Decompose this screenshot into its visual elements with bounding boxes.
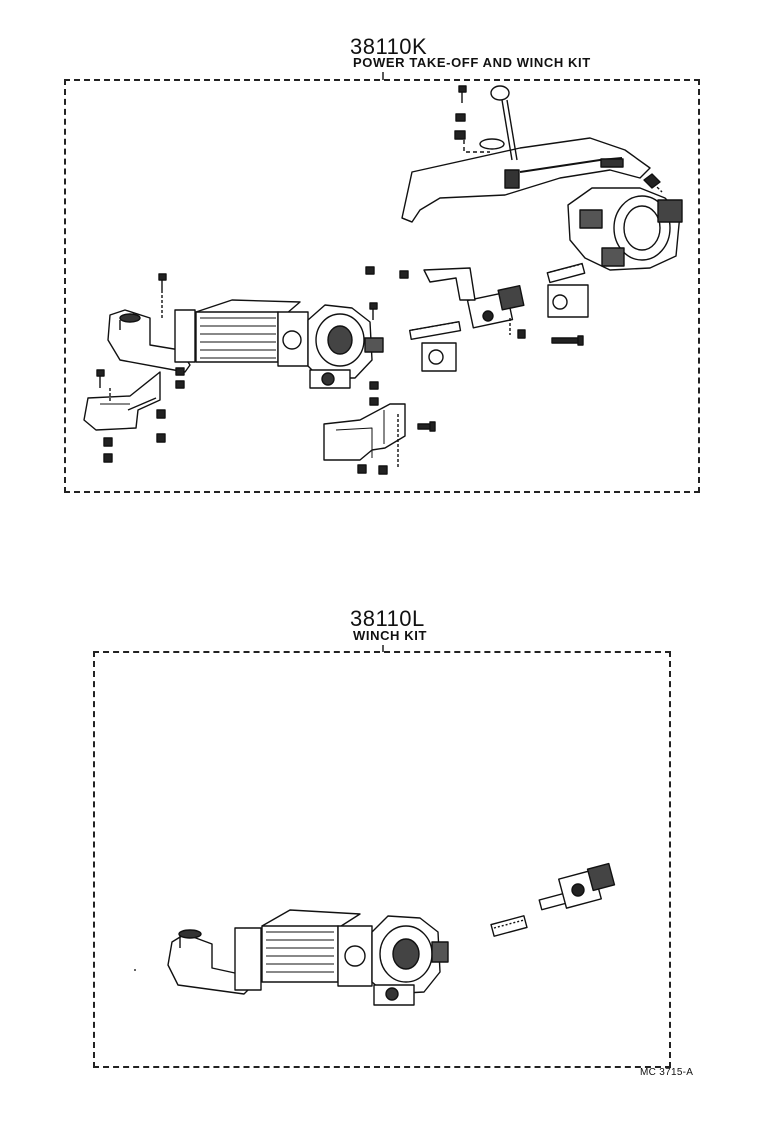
mounting-bracket-icon bbox=[83, 371, 161, 431]
nut-icon bbox=[369, 397, 379, 406]
nut-icon bbox=[175, 367, 185, 376]
nut-icon bbox=[103, 453, 113, 463]
bolt-icon bbox=[551, 335, 584, 346]
bolt-icon bbox=[458, 85, 467, 103]
bolt-icon bbox=[369, 302, 378, 320]
drive-shaft-icon bbox=[490, 915, 528, 937]
universal-joint-icon bbox=[538, 862, 616, 911]
winch-assembly-icon bbox=[107, 299, 384, 389]
kit-2-name: WINCH KIT bbox=[353, 628, 427, 643]
transmission-cover-icon bbox=[401, 137, 651, 223]
nut-icon bbox=[156, 433, 166, 443]
nut-icon bbox=[357, 464, 367, 474]
nut-icon bbox=[156, 409, 166, 419]
kit-2-frame bbox=[93, 651, 671, 1068]
nut-icon bbox=[517, 329, 526, 339]
kit-1-part-number: 38110K bbox=[350, 34, 428, 59]
winch-assembly-icon bbox=[167, 909, 449, 1006]
bracket-icon bbox=[423, 267, 476, 301]
nut-icon bbox=[378, 465, 388, 475]
shift-lever-icon bbox=[479, 85, 520, 189]
nut-icon bbox=[454, 130, 466, 140]
nut-icon bbox=[399, 270, 409, 279]
bearing-block-icon bbox=[421, 284, 589, 372]
bolt-icon bbox=[158, 273, 167, 293]
mounting-bracket-icon bbox=[323, 403, 406, 461]
nut-icon bbox=[103, 437, 113, 447]
kit-2-part-number: 38110L bbox=[350, 606, 425, 631]
bolt-icon bbox=[417, 421, 436, 432]
drive-shaft-icon bbox=[408, 262, 586, 340]
pto-gearbox-icon bbox=[567, 173, 683, 271]
nut-icon bbox=[369, 381, 379, 390]
nut-icon bbox=[455, 113, 466, 122]
kit-1-frame bbox=[64, 79, 700, 493]
nut-icon bbox=[365, 266, 375, 275]
kit-1-name: POWER TAKE-OFF AND WINCH KIT bbox=[353, 55, 591, 70]
nut-icon bbox=[175, 380, 185, 389]
universal-joint-icon bbox=[466, 285, 525, 329]
reference-code: MC 3715-A bbox=[640, 1067, 694, 1078]
stray-dot bbox=[134, 969, 136, 971]
bolt-icon bbox=[96, 369, 105, 388]
